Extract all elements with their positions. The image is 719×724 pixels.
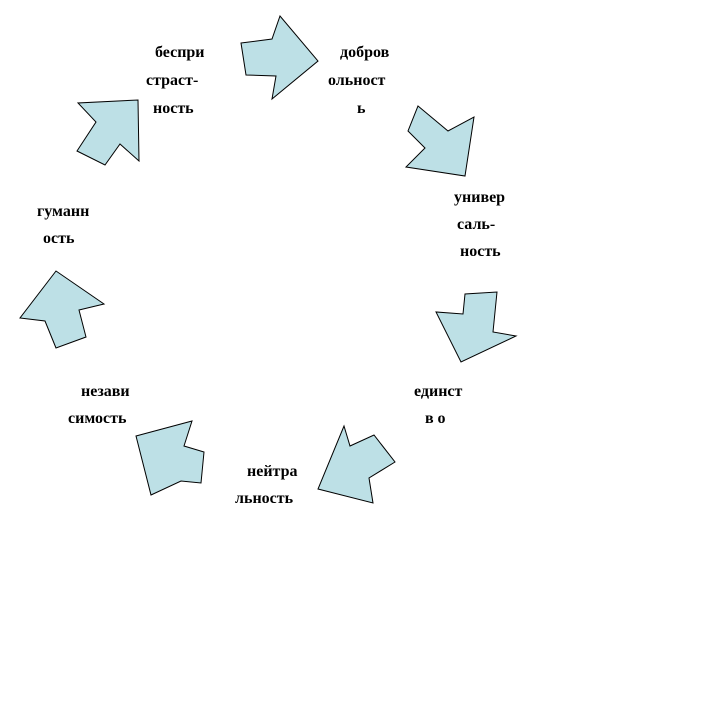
labels-group: беспри страст- ность добров ольност ь ун…: [37, 44, 509, 507]
label-line: универ: [454, 189, 505, 206]
label-line: ольност: [328, 72, 386, 89]
arrow-left-icon: [135, 420, 205, 496]
label-edinstvo: единст во: [414, 383, 466, 427]
label-universalnost: универ саль- ность: [454, 189, 509, 260]
label-line: ь: [357, 100, 366, 117]
label-neytralnost: нейтра льность: [235, 463, 302, 507]
arrow-up-left-icon: [19, 270, 106, 349]
label-line: симость: [68, 410, 127, 427]
label-line: страст-: [146, 72, 198, 89]
label-line: ность: [153, 100, 194, 117]
label-line: во: [425, 410, 450, 427]
arrows-group: [19, 15, 518, 504]
label-bespristrastnost: беспри страст- ность: [146, 44, 209, 117]
label-line: ность: [460, 243, 501, 260]
label-gumannost: гуманн ость: [37, 203, 93, 247]
arrow-up-icon: [76, 99, 140, 166]
label-line: единст: [414, 383, 463, 400]
arrow-right-icon: [240, 15, 319, 101]
label-line: льность: [235, 490, 294, 507]
label-line: добров: [340, 44, 390, 61]
label-dobrovolnost: добров ольност ь: [328, 44, 393, 117]
label-line: беспри: [155, 44, 205, 61]
arrow-down-icon: [435, 291, 518, 363]
label-line: гуманн: [37, 203, 89, 220]
label-nezavisimost: незави симость: [68, 383, 134, 427]
label-line: ость: [43, 230, 75, 247]
label-line: нейтра: [247, 463, 298, 480]
arrow-down-left-icon: [317, 424, 396, 504]
arrow-down-right-icon: [404, 105, 475, 177]
label-line: незави: [81, 383, 130, 400]
label-line: саль-: [457, 216, 495, 233]
